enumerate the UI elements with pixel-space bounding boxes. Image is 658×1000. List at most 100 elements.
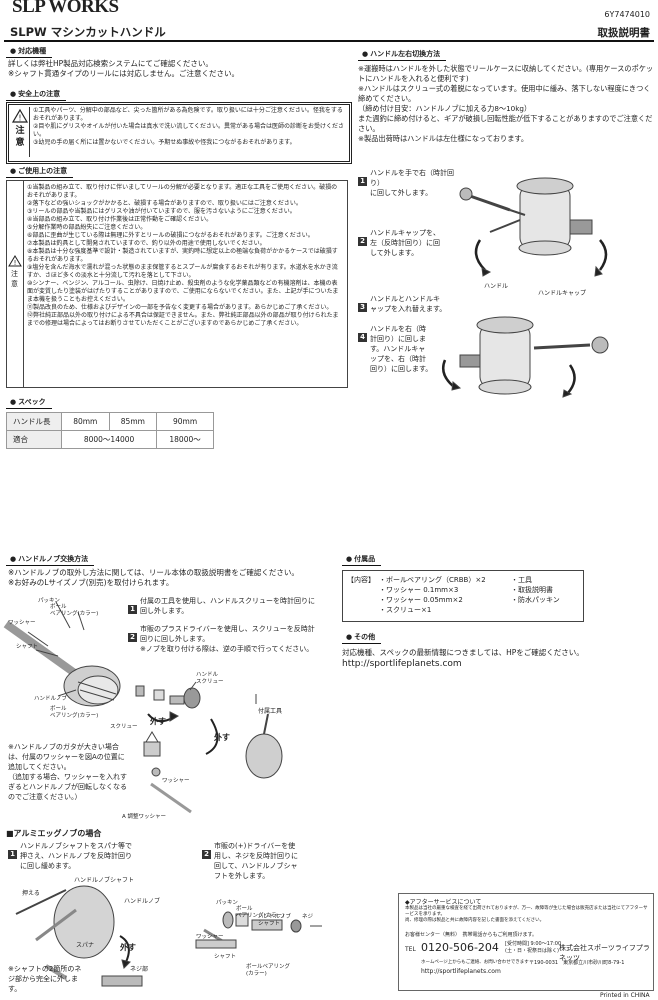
alum-step-2: 2 市販の(+)ドライバーを使用し、ネジを反時計回りに回して、ハンドルノブシャフ…	[202, 841, 332, 880]
step-text: ハンドルノブシャフトをスパナ等で押さえ、ハンドルノブを反時計回りに回し緩めます。	[20, 842, 132, 870]
included-label: 【内容】	[347, 576, 375, 584]
knob-step-1: 1 付属の工具を使用し、ハンドルスクリューを時計回りに回し外します。	[128, 596, 328, 615]
label-washer-3: ワッシャー	[196, 934, 224, 940]
step-text: 付属の工具を使用し、ハンドルスクリューを時計回りに回し外します。	[140, 597, 315, 615]
label-washer: ワッシャー	[8, 620, 36, 626]
spec-heading: スペック	[6, 396, 52, 409]
label-shaft: シャフト	[16, 644, 39, 650]
svg-text:!: !	[14, 259, 17, 267]
label-remove: 外す	[150, 717, 166, 726]
product-code: 6Y7474010	[604, 10, 650, 19]
label-bb-collar-4: ボールベアリング (カラー)	[246, 964, 291, 977]
doc-type: 取扱説明書	[597, 27, 651, 39]
usage-heading: ご使用上の注意	[6, 165, 74, 178]
label-tool: 付属工具	[258, 708, 283, 715]
safety-item-1: ①工具やパーツ、分解中の部品など、尖った箇所がある為危険です。取り扱いには十分ご…	[33, 107, 343, 122]
usage-item-11: ⑪製品改良のため、仕様およびデザインの一部を予告なく変更する場合があります。あら…	[27, 304, 333, 311]
step-number: 1	[358, 177, 367, 186]
label-knob-shaft: ハンドルノブシャフト	[74, 877, 135, 884]
step-text: 市販のプラスドライバーを使用し、スクリューを反時計回りに回し外します。 ※ノブを…	[140, 625, 315, 653]
usage-box: ! 注意 ①当製品の組み立て、取り付けに伴いましてリールの分解が必要となります。…	[6, 180, 348, 388]
usage-item-8: ⑧本製品は十分な強度基準で設計・製造されていますが、実釣時に想定以上の極端な負荷…	[27, 248, 338, 263]
label-adj-washer: A 調整ワッシャー	[122, 814, 167, 820]
label-screw-2: ネジ	[302, 914, 314, 920]
label-knob: ハンドルノブ	[124, 898, 161, 905]
included-list-2: ・工具 ・取扱説明書 ・防水パッキン	[511, 576, 560, 604]
knob-step-2: 2 市販のプラスドライバーを使用し、スクリューを反時計回りに回し外します。 ※ノ…	[128, 624, 328, 653]
spec-table: ハンドル長 80mm 85mm 90mm 適合 8000〜14000 18000…	[6, 412, 214, 449]
knob-heading: ハンドルノブ交換方法	[6, 553, 95, 566]
service-title: ◆アフターサービスについて	[405, 899, 482, 906]
label-handle-screw: ハンドル スクリュー	[196, 672, 224, 685]
usage-side-label: 注意	[11, 270, 18, 288]
other-heading: その他	[342, 631, 382, 644]
spec-length-90: 90mm	[156, 412, 214, 431]
safety-box: ! 注意 ①工具やパーツ、分解中の部品など、尖った箇所がある為危険です。取り扱い…	[6, 102, 352, 164]
label-push: 押える	[22, 890, 40, 897]
label-bb-collar-3: ボール ベアリング(カラー)	[236, 906, 285, 919]
label-handle: ハンドル	[484, 283, 509, 290]
step-text: 市販の(+)ドライバーを使用し、ネジを反時計回りに回して、ハンドルノブシャフトを…	[214, 842, 298, 880]
service-url[interactable]: http://sportlifeplanets.com	[421, 968, 501, 975]
safety-item-3: ③幼児の手の届く所には置かないでください。予期せぬ事故や怪我につながるおそれがあ…	[33, 139, 296, 146]
spec-fit-1: 8000〜14000	[60, 430, 158, 449]
label-handle-knob: ハンドルノブ	[34, 696, 68, 702]
label-bb-collar-2: ボール ベアリング(カラー)	[50, 706, 99, 719]
step-number: 1	[128, 605, 137, 614]
spec-label-length: ハンドル長	[6, 412, 62, 431]
spec-length-85: 85mm	[108, 412, 158, 431]
step-text: ハンドルキャップを、 左（反時計回り）に回 して外します。	[370, 229, 440, 257]
header: SLP WORKS 6Y7474010 SLPW マシンカットハンドル 取扱説明…	[4, 0, 654, 42]
label-spanner: スパナ	[76, 942, 95, 949]
switch-step-4: 4 ハンドルを右（時 計回り）に回しま す。ハンドルキャ ップを、右（時計 回り…	[358, 324, 458, 373]
warning-icon: !	[8, 255, 22, 267]
label-screw: スクリュー	[110, 724, 138, 730]
label-packing-2: パッキン	[216, 900, 238, 906]
label-bb-collar: ボール ベアリング(カラー)	[50, 604, 99, 617]
other-url[interactable]: http://sportlifeplanets.com	[342, 659, 462, 669]
usage-item-12: ⑫弊社純正部品以外の取り付けによる不具合は保証できません。また、弊社純正部品以外…	[27, 312, 339, 327]
service-company: 株式会社スポーツライフプラネッツ	[559, 944, 650, 962]
other-text: 対応機種、スペックの最新情報につきましては、HPをご確認ください。	[342, 648, 584, 657]
usage-item-9: ⑨塩分を含んだ海水で濡れが混った状態のまま保管するとスプールが腐食するおそれが有…	[27, 264, 338, 279]
knob-note: ※ハンドルノブのガタが大きい場合は、付属のワッシャーを図Aの位置に追加してくださ…	[8, 743, 127, 801]
label-packing: パッキン	[38, 598, 60, 604]
label-screw-part: ネジ部	[130, 966, 149, 973]
included-heading: 付属品	[342, 553, 382, 566]
usage-item-10: ⑩シンナー、ベンジン、アルコール、虫除け、日焼け止め、殺虫剤のような化学薬品類な…	[27, 280, 339, 303]
spec-row-length: ハンドル長 80mm 85mm 90mm	[6, 412, 214, 431]
service-body: 本製品は当社の厳重な検査を経て出荷されておりますが、万一、故障等が生じた場合は販…	[405, 906, 648, 923]
svg-text:!: !	[18, 114, 21, 123]
step-number: 2	[358, 237, 367, 246]
alum-heading: ■アルミエッグノブの場合	[6, 829, 102, 838]
usage-item-4: ④当部品の組み立て、取り付け作業後は正常作動をご確認ください。	[27, 216, 213, 223]
switch-step-3: 3 ハンドルとハンドルキ ャップを入れ替えます。	[358, 294, 458, 313]
usage-item-2: ②落下などの強いショックがかかると、破損する場合がありますので、取り扱いにはご注…	[27, 200, 302, 207]
service-note: ホームページ上からもご連絡、お問い合わせできます	[421, 960, 529, 965]
label-shaft-2: シャフト	[214, 954, 237, 960]
step-number: 3	[358, 303, 367, 312]
service-hours: [受付時間] 9:00〜17:00 (土・日・祝祭日は除く)	[505, 941, 562, 954]
label-washer-2: ワッシャー	[162, 778, 190, 784]
alum-step-1: 1 ハンドルノブシャフトをスパナ等で押さえ、ハンドルノブを反時計回りに回し緩めま…	[8, 841, 138, 870]
spec-fit-2: 18000〜	[156, 430, 214, 449]
switch-heading: ハンドル左右切換方法	[358, 48, 447, 61]
step-number: 2	[128, 633, 137, 642]
alum-note: ※シャフトの2箇所のネジ部から完全に外します。	[8, 965, 82, 993]
usage-item-5: ⑤分解作業時の部品紛失にご注意ください。	[27, 224, 147, 231]
safety-list: ①工具やパーツ、分解中の部品など、尖った箇所がある為危険です。取り扱いには十分ご…	[33, 107, 345, 147]
safety-heading: 安全上の注意	[6, 88, 67, 101]
service-tel-label: TEL	[405, 946, 416, 953]
spec-length-80: 80mm	[61, 412, 110, 431]
safety-side-label: 注意	[15, 126, 25, 148]
label-remove: 外す	[120, 943, 136, 952]
service-box: ◆アフターサービスについて 本製品は当社の厳重な検査を経て出荷されておりますが、…	[398, 893, 654, 991]
step-number: 2	[202, 850, 211, 859]
switch-notes: ※運搬時はハンドルを外した状態でリールケースに収納してください。(専用ケースのポ…	[358, 64, 654, 143]
step-number: 4	[358, 333, 367, 342]
switch-step-2: 2 ハンドルキャップを、 左（反時計回り）に回 して外します。	[358, 228, 458, 257]
page-title: SLPW マシンカットハンドル	[10, 25, 166, 39]
reel-switch-illustration	[442, 177, 609, 398]
service-tel[interactable]: 0120-506-204	[421, 941, 499, 954]
spec-row-fit: 適合 8000〜14000 18000〜	[6, 430, 214, 449]
